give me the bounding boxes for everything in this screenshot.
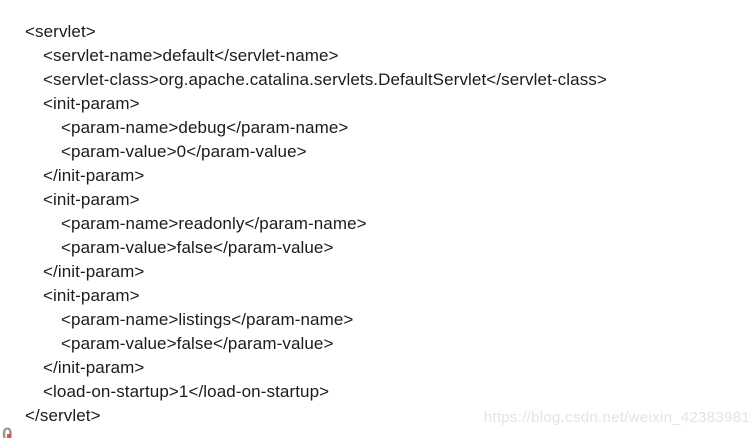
code-line: </init-param> [43,166,145,185]
code-line: <servlet-class>org.apache.catalina.servl… [43,70,607,89]
code-line: </init-param> [43,358,145,377]
code-line: <servlet> [25,22,96,41]
csdn-watermark: https://blog.csdn.net/weixin_42383981 [483,409,750,426]
code-line: <param-value>false</param-value> [61,334,334,353]
code-line: <servlet-name>default</servlet-name> [43,46,339,65]
clipped-bottom-left-glyph: 0 [2,426,18,438]
code-line: <load-on-startup>1</load-on-startup> [43,382,330,401]
code-line: <init-param> [43,94,140,113]
code-line: </servlet> [25,406,101,425]
code-line: <param-name>listings</param-name> [61,310,354,329]
clipped-glyph-char: 0 [2,426,13,438]
code-line: <init-param> [43,286,140,305]
code-line: </init-param> [43,262,145,281]
code-line: <param-name>debug</param-name> [61,118,349,137]
code-line: <param-value>0</param-value> [61,142,307,161]
code-line: <init-param> [43,190,140,209]
code-line: <param-name>readonly</param-name> [61,214,367,233]
xml-code-block: <servlet> <servlet-name>default</servlet-… [25,20,607,428]
clipped-glyph-red-mark [7,434,11,438]
code-line: <param-value>false</param-value> [61,238,334,257]
